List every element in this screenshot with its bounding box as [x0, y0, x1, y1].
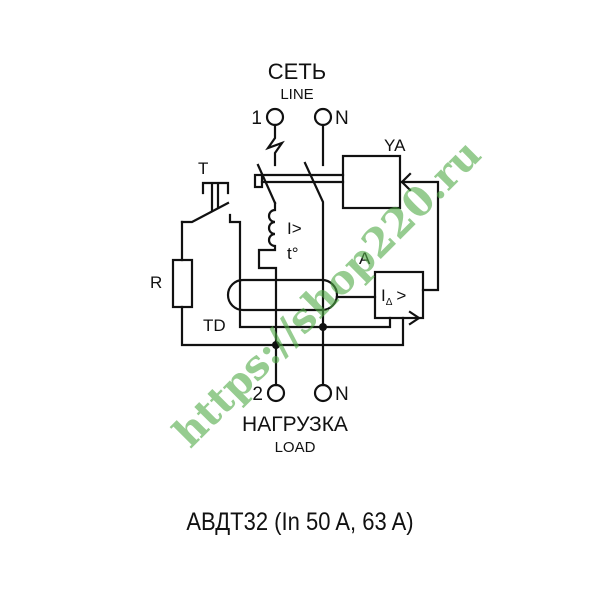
- load-label-en: LOAD: [275, 439, 316, 456]
- feedback-wire: [400, 180, 440, 292]
- terminal-2-label: 2: [252, 384, 263, 405]
- test-button: [201, 181, 230, 212]
- amplifier-box: [373, 270, 425, 320]
- thermal-label: t°: [287, 244, 299, 263]
- arrow-icon: [408, 310, 421, 326]
- terminal-n-in-label: N: [335, 108, 349, 129]
- amplifier-label: A: [359, 249, 371, 268]
- phase-break: [265, 123, 285, 167]
- terminal-2: [266, 383, 286, 403]
- transformer-label: TD: [203, 316, 226, 335]
- resistor-wire: [180, 220, 405, 347]
- mechanical-link: [260, 173, 345, 184]
- trip-coil-box: [341, 154, 402, 210]
- phase-coil: [257, 201, 278, 387]
- line-label-en: LINE: [280, 86, 313, 103]
- residual-label: IΔ>: [381, 286, 406, 308]
- junction-dot: [319, 323, 327, 331]
- arrow-icon: [400, 172, 412, 192]
- resistor: [171, 258, 194, 309]
- resistor-label: R: [150, 273, 162, 292]
- terminal-1-label: 1: [251, 108, 262, 129]
- overcurrent-label: I>: [287, 219, 302, 238]
- terminal-n-in: [313, 107, 333, 127]
- test-button-label: T: [198, 159, 208, 178]
- test-return-wire: [228, 213, 392, 329]
- load-label-ru: НАГРУЗКА: [242, 413, 348, 436]
- terminal-n-out: [313, 383, 333, 403]
- terminal-1: [265, 107, 285, 127]
- trip-coil-label: YA: [384, 136, 406, 155]
- line-label-ru: СЕТЬ: [268, 59, 326, 84]
- test-contact: [180, 201, 230, 224]
- terminal-n-out-label: N: [335, 384, 349, 405]
- phase-contact: [256, 163, 277, 205]
- junction-dot: [272, 341, 280, 349]
- toroid-transformer: [226, 278, 339, 312]
- caption: АВДТ32 (In 50 A, 63 A): [186, 508, 414, 536]
